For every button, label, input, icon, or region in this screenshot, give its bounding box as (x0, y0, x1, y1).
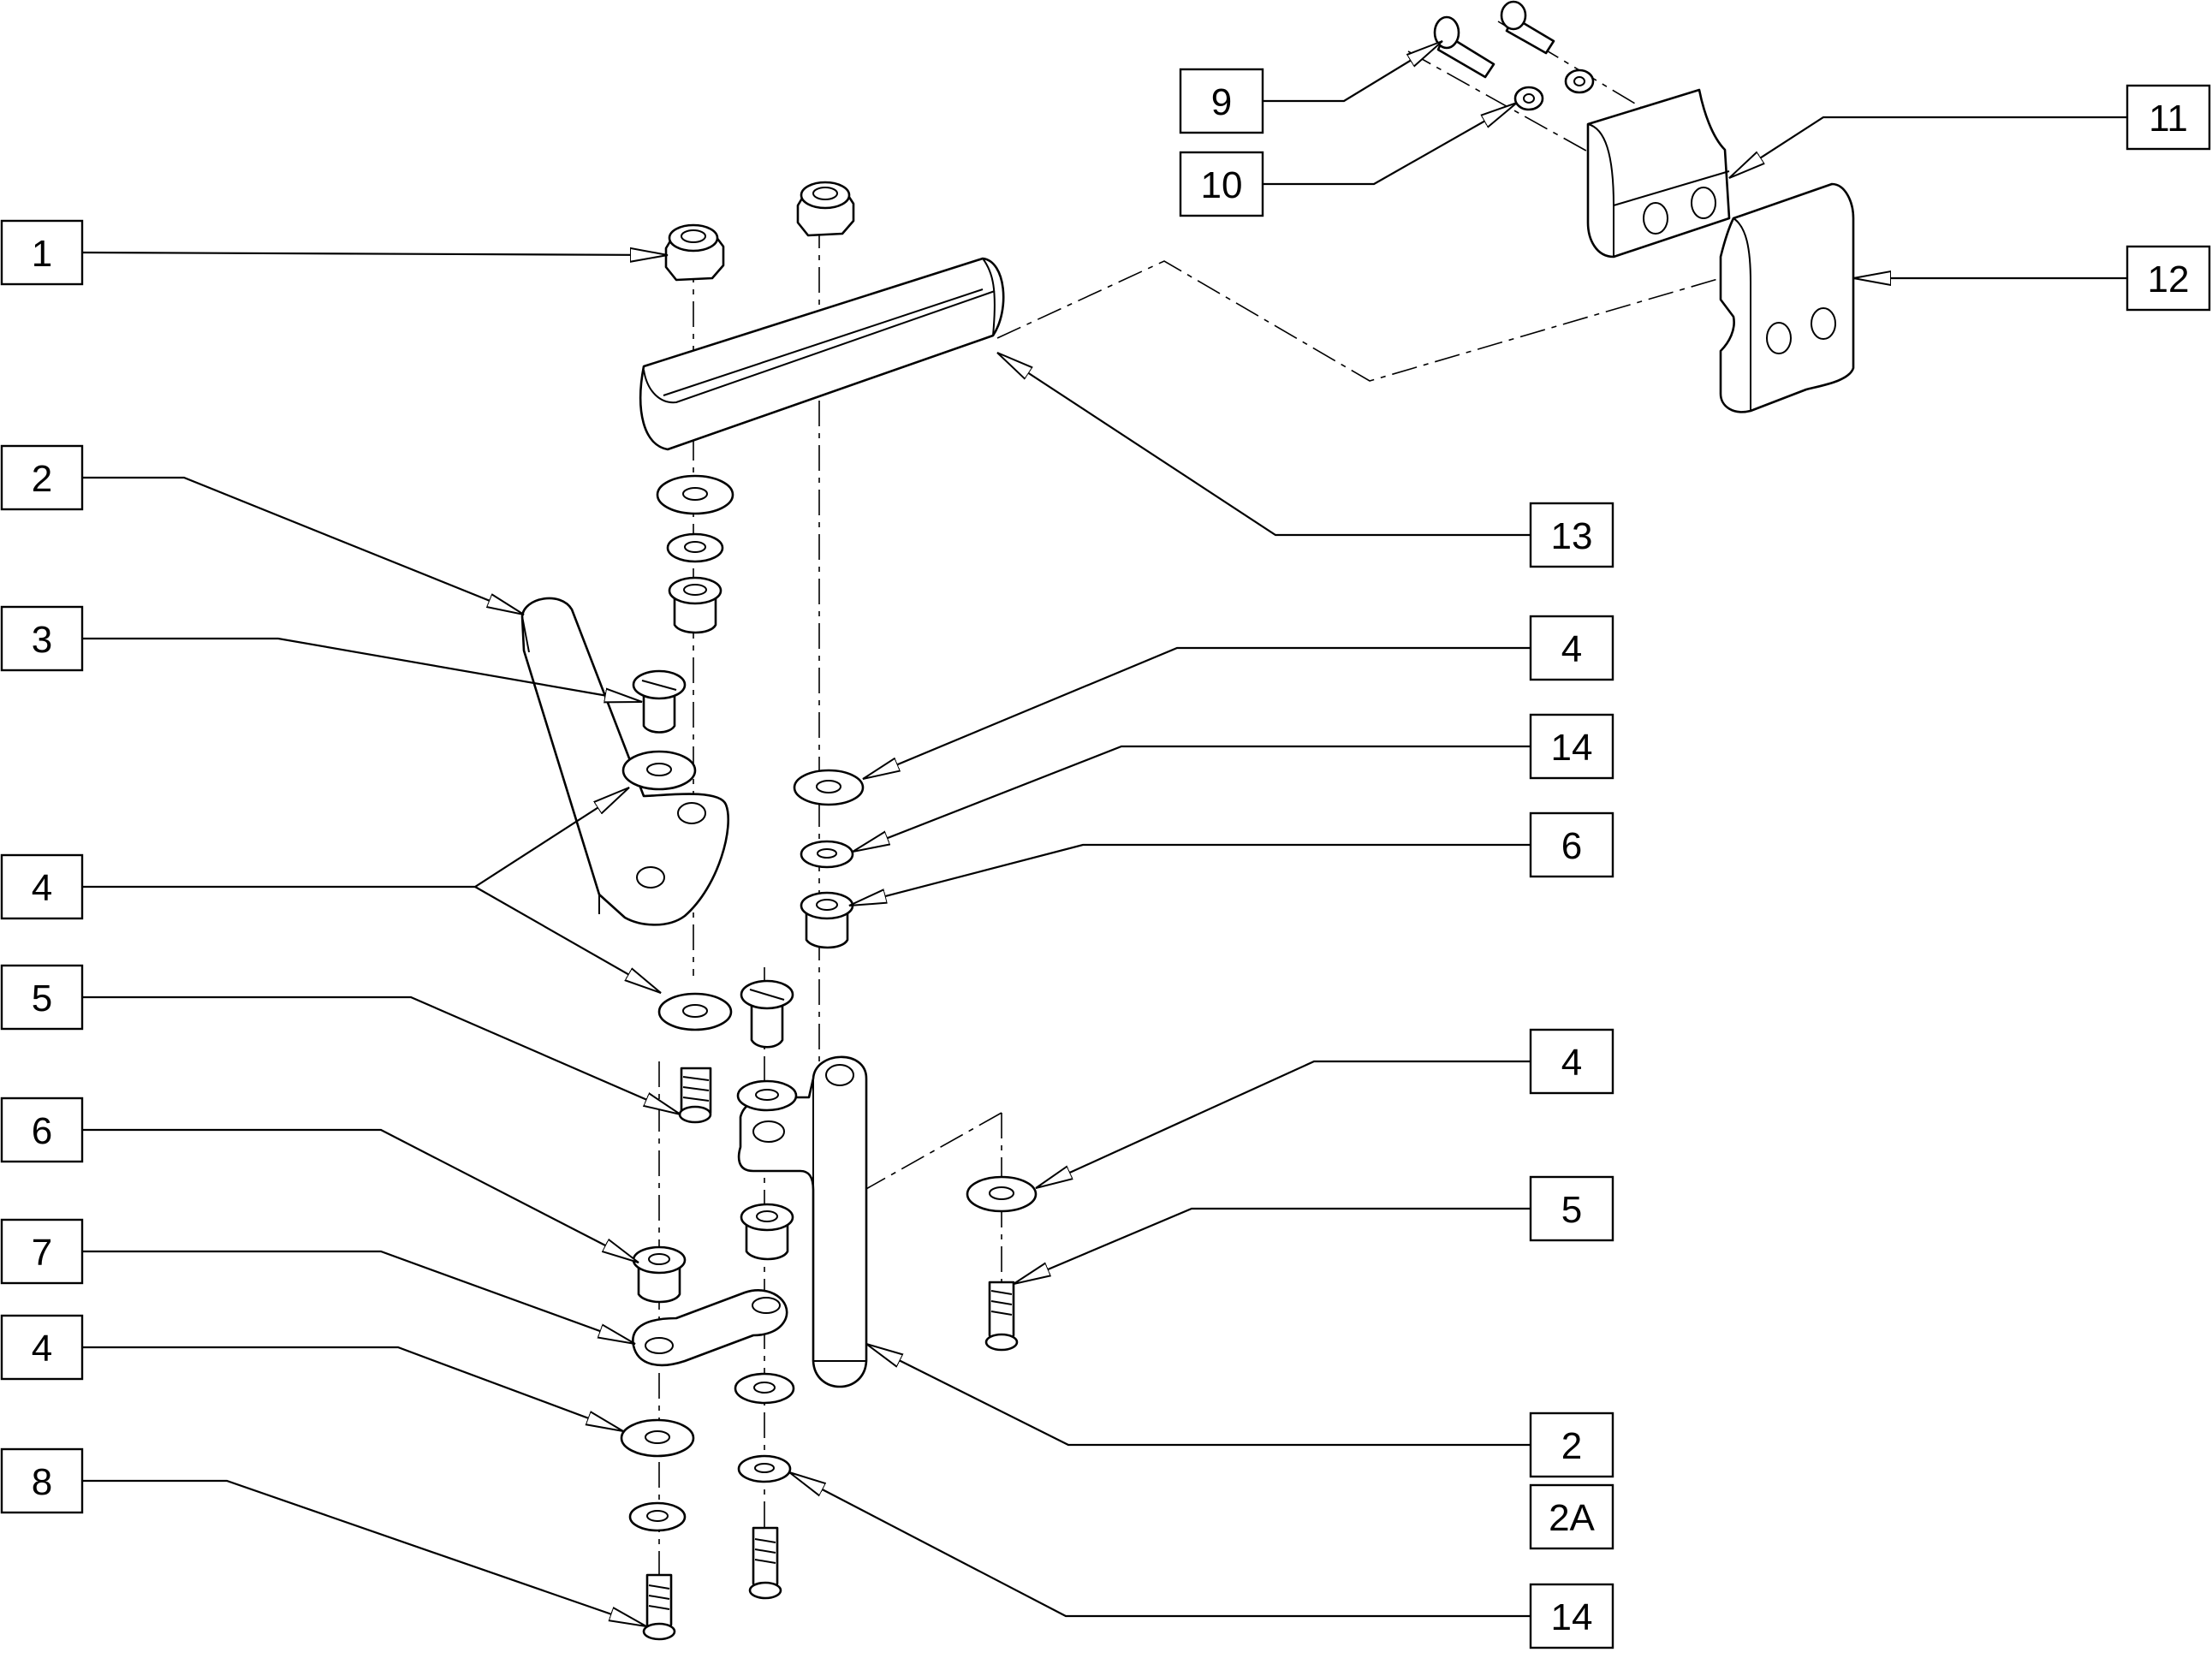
bushing-center-lower (740, 1203, 794, 1261)
callout-3: 3 (0, 605, 84, 672)
callout-label: 3 (32, 619, 52, 661)
callout-label: 6 (32, 1110, 52, 1152)
leader-lines (81, 40, 2127, 1628)
callout-4-right-upper: 4 (1529, 615, 1614, 681)
bushing-left-lower (632, 1245, 687, 1304)
washer-stack-right (793, 769, 865, 949)
callout-label: 4 (32, 867, 52, 909)
callout-4-lower-left: 4 (0, 1314, 84, 1381)
callout-2A: 2A (1529, 1483, 1614, 1550)
callout-label: 9 (1211, 81, 1232, 123)
callout-4-left: 4 (0, 853, 84, 920)
callout-6-left: 6 (0, 1097, 84, 1163)
clamp-part-12 (1719, 182, 1855, 413)
callout-label: 1 (32, 233, 52, 275)
callout-label: 10 (1201, 164, 1243, 206)
callout-2-lower: 2 (1529, 1412, 1614, 1478)
callout-10: 10 (1179, 151, 1264, 217)
callout-14-lower: 14 (1529, 1583, 1614, 1649)
callout-12: 12 (2126, 245, 2211, 312)
callout-2-upper: 2 (0, 444, 84, 511)
callout-1: 1 (0, 219, 84, 286)
lock-nut-right (796, 181, 855, 237)
lower-bracket-part-2 (736, 1055, 868, 1388)
link-plate-part-7 (632, 1289, 788, 1367)
callout-5-left: 5 (0, 964, 84, 1031)
left-bracket-part-2 (520, 597, 729, 926)
callout-label: 2A (1549, 1497, 1595, 1539)
callout-14-upper: 14 (1529, 713, 1614, 780)
callout-5-right: 5 (1529, 1175, 1614, 1242)
callout-label: 11 (2149, 98, 2188, 140)
callout-8: 8 (0, 1447, 84, 1514)
shoulder-screw-part-3 (632, 669, 687, 734)
washer-and-screw-left-lower (657, 992, 733, 1124)
clamp-block-part-11 (1586, 88, 1731, 259)
callout-label: 7 (32, 1232, 52, 1274)
callout-6-right: 6 (1529, 811, 1614, 878)
callout-label: 8 (32, 1461, 52, 1503)
callout-label: 5 (32, 978, 52, 1019)
washer-stack-upper-left (656, 474, 734, 634)
lower-washers (620, 1372, 795, 1532)
small-washers-part-10 (1513, 68, 1595, 111)
lock-nut-left (664, 223, 725, 282)
shoulder-screw-center (740, 979, 794, 1049)
washer-on-bracket (621, 750, 697, 791)
channel-rail-part-13 (639, 257, 1005, 451)
callout-label: 2 (1561, 1425, 1582, 1467)
callout-label: 6 (1561, 825, 1582, 867)
callout-label: 5 (1561, 1189, 1582, 1231)
callout-label: 14 (1551, 727, 1593, 769)
callout-11: 11 (2126, 84, 2211, 151)
callout-label: 4 (1561, 1042, 1582, 1084)
callout-label: 2 (32, 458, 52, 500)
callout-4-right-lower: 4 (1529, 1028, 1614, 1095)
callout-label: 14 (1551, 1596, 1593, 1638)
lower-screws (642, 1526, 782, 1641)
callout-label: 12 (2148, 259, 2190, 300)
callout-label: 4 (1561, 628, 1582, 670)
callout-13: 13 (1529, 502, 1614, 568)
callout-label: 13 (1551, 515, 1593, 557)
small-screws-part-9 (1433, 0, 1555, 79)
callout-7: 7 (0, 1218, 84, 1285)
right-washer-and-screw (966, 1175, 1038, 1352)
callout-label: 4 (32, 1328, 52, 1370)
callout-9: 9 (1179, 68, 1264, 134)
